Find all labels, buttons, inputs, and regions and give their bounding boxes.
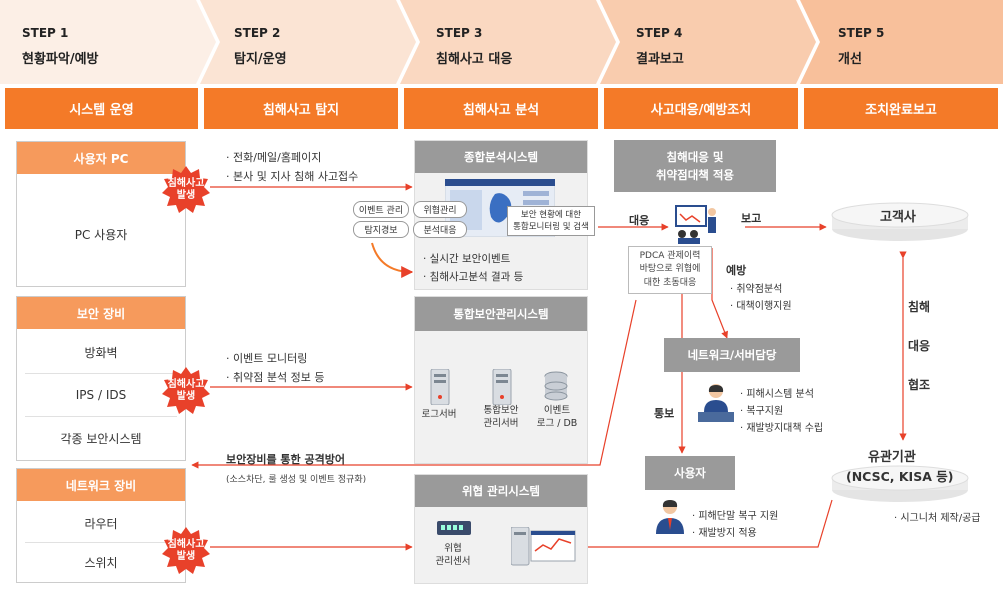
column-header-analysis: 침해사고 분석 [404, 88, 598, 129]
incident-badge-text: 침해사고 발생 [167, 177, 205, 202]
burst-icon [162, 367, 210, 414]
step-label: STEP 2 [234, 26, 281, 40]
column-header-detect: 침해사고 탐지 [204, 88, 398, 129]
incident-badge: 침해사고 발생 [161, 366, 211, 416]
step-chevrons-bg [0, 0, 1003, 84]
staff-icon [698, 384, 734, 422]
net-item-2: · 복구지원 [740, 406, 784, 417]
divider [25, 373, 177, 374]
security-server-label: 통합보안 관리서버 [483, 405, 519, 429]
divider [25, 416, 177, 417]
step-name: 결과보고 [636, 52, 684, 67]
threat-management-header: 위협 관리시스템 [415, 475, 587, 507]
network-equipment-box: 네트워크 장비 라우터 스위치 [16, 468, 186, 583]
agency-subtitle: (NCSC, KISA 등) [846, 469, 954, 484]
defense-title: 보안장비를 통한 공격방어 [226, 453, 345, 466]
incident-badge: 침해사고 발생 [161, 526, 211, 576]
switch-label: 스위치 [84, 555, 118, 570]
customer-label: 고객사 [880, 210, 916, 225]
step-5: STEP 5 개선 [816, 0, 996, 84]
step-name: 개선 [838, 52, 862, 67]
security-equipment-header: 보안 장비 [17, 297, 185, 329]
server-monitor-icon [511, 527, 576, 566]
analysis-response-pill: 분석대응 [413, 221, 467, 238]
defense-subtitle: (소스차단, 룰 생성 및 이벤트 정규화) [226, 475, 367, 485]
step-label: STEP 1 [22, 26, 69, 40]
server-icon [492, 369, 512, 405]
notify-label: 통보 [654, 407, 675, 420]
firewall-label: 방화벽 [84, 345, 118, 360]
prevent-item-1: · 취약점분석 [730, 284, 783, 295]
presentation-icon [675, 205, 716, 244]
step-label: STEP 3 [436, 26, 483, 40]
threat-management-pill: 위협관리 [413, 201, 467, 218]
event-management-pill: 이벤트 관리 [353, 201, 409, 218]
monitoring-callout: 보안 현황에 대한 통합모니터링 및 검색 [507, 206, 595, 236]
cooperate-3: 협조 [908, 378, 931, 392]
integrated-analysis-header: 종합분석시스템 [415, 141, 587, 173]
step-label: STEP 4 [636, 26, 683, 40]
step-4: STEP 4 결과보고 [614, 0, 814, 84]
cooperate-2: 대응 [908, 339, 931, 353]
prevent-label: 예방 [726, 264, 747, 277]
database-icon [544, 371, 568, 401]
event-db-label: 이벤트 로그 / DB [536, 405, 578, 429]
monitor-line-1: · 이벤트 모니터링 [226, 352, 308, 365]
divider [25, 542, 177, 543]
agency-pedestal [831, 465, 969, 502]
security-equipment-box: 보안 장비 방화벽 IPS / IDS 각종 보안시스템 [16, 296, 186, 461]
incident-badge: 침해사고 발생 [161, 165, 211, 215]
integrated-security-system: 통합보안관리시스템 로그서버 통합보안 관리서버 이벤트 로그 / DB [414, 296, 588, 464]
cooperate-1: 침해 [908, 300, 931, 314]
signature-label: · 시그니처 제작/공급 [894, 513, 981, 524]
monitor-line-2: · 취약점 분석 정보 등 [226, 371, 325, 384]
user-header: 사용자 [645, 456, 735, 490]
user-item-1: · 피해단말 복구 지원 [692, 511, 779, 522]
router-label: 라우터 [84, 516, 118, 531]
agency-label: 유관기관 [868, 450, 916, 465]
user-pc-header: 사용자 PC [17, 142, 185, 174]
prevent-item-2: · 대책이행지원 [730, 301, 792, 312]
network-equipment-header: 네트워크 장비 [17, 469, 185, 501]
pdca-note: PDCA 관제이력 바탕으로 위협에 대한 초동대응 [628, 246, 712, 294]
response-measures-header: 침해대응 및 취약점대책 적용 [614, 140, 776, 192]
incident-badge-text: 침해사고 발생 [167, 378, 205, 403]
step-name: 현황파악/예방 [22, 52, 99, 67]
customer-pedestal [831, 202, 969, 241]
step-1: STEP 1 현황파악/예방 [0, 0, 200, 84]
receipt-line-1: · 전화/메일/홈페이지 [226, 151, 322, 164]
step-3: STEP 3 침해사고 대응 [414, 0, 614, 84]
net-item-1: · 피해시스템 분석 [740, 389, 814, 400]
user-person-icon [656, 500, 684, 534]
step-label: STEP 5 [838, 26, 885, 40]
user-pc-box: 사용자 PC PC 사용자 [16, 141, 186, 287]
user-item-2: · 재발방지 적용 [692, 528, 757, 539]
security-systems-label: 각종 보안시스템 [60, 431, 142, 446]
column-header-response: 사고대응/예방조치 [604, 88, 798, 129]
detection-alert-pill: 탐지경보 [353, 221, 409, 238]
log-server-label: 로그서버 [421, 409, 457, 420]
burst-icon [162, 527, 210, 574]
column-header-system: 시스템 운영 [5, 88, 198, 129]
report-label: 보고 [741, 212, 762, 225]
step-name: 탐지/운영 [234, 52, 287, 67]
network-server-header: 네트워크/서버담당 [664, 338, 800, 372]
respond-label: 대응 [629, 214, 650, 227]
analysis-item-1: · 실시간 보안이벤트 [423, 253, 511, 265]
receipt-line-2: · 본사 및 지사 침해 사고접수 [226, 170, 359, 183]
step-2: STEP 2 탐지/운영 [212, 0, 412, 84]
integrated-security-header: 통합보안관리시스템 [415, 297, 587, 331]
threat-sensor-label: 위협 관리센서 [435, 543, 471, 567]
server-icon [430, 369, 450, 405]
sensor-device-icon [437, 521, 471, 535]
burst-icon [162, 166, 210, 213]
net-item-3: · 재발방지대책 수립 [740, 423, 824, 434]
incident-badge-text: 침해사고 발생 [167, 538, 205, 563]
step-name: 침해사고 대응 [436, 52, 513, 67]
analysis-item-2: · 침해사고분석 결과 등 [423, 271, 524, 283]
pc-user-label: PC 사용자 [74, 227, 128, 242]
column-header-report: 조치완료보고 [804, 88, 998, 129]
ips-ids-label: IPS / IDS [75, 388, 127, 402]
threat-management-system: 위협 관리시스템 위협 관리센서 [414, 474, 588, 584]
